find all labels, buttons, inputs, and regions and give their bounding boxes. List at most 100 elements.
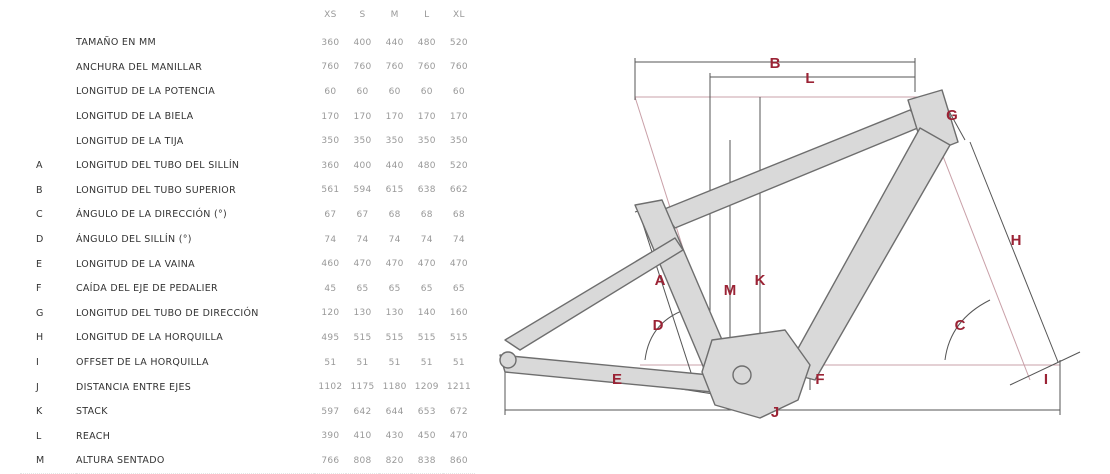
- row-value: 662: [449, 185, 468, 196]
- row-value: 480: [417, 160, 436, 171]
- row-value: 67: [324, 209, 337, 220]
- row-value: 470: [417, 259, 436, 270]
- row-letter: [20, 31, 76, 56]
- row-value: 460: [321, 259, 340, 270]
- header-letter: [20, 0, 76, 31]
- row-value: 1102: [318, 382, 343, 393]
- row-value: 130: [353, 308, 372, 319]
- row-value: 672: [449, 406, 468, 417]
- row-letter: A: [36, 160, 43, 172]
- row-letter: M: [20, 448, 76, 474]
- row-value: 515: [385, 332, 404, 343]
- row-value: 760: [385, 62, 404, 73]
- row-letter: J: [36, 381, 40, 393]
- row-value: 51: [356, 357, 369, 368]
- row-value: 760: [353, 62, 372, 73]
- row-value: 838: [410, 448, 443, 474]
- row-name: TAMAÑO EN MM: [75, 37, 156, 49]
- row-letter: C: [36, 209, 43, 221]
- row-value: 67: [356, 209, 369, 220]
- row-name: LONGITUD DE LA HORQUILLA: [75, 332, 224, 344]
- row-value: 74: [356, 234, 369, 245]
- dim-i-line: [1009, 351, 1081, 386]
- label-g: G: [946, 107, 958, 124]
- label-b: B: [770, 55, 781, 72]
- row-value: 495: [321, 332, 340, 343]
- row-value: 350: [385, 136, 404, 147]
- row-value: 642: [353, 406, 372, 417]
- row-value: 360: [321, 160, 340, 171]
- row-value: 350: [353, 136, 372, 147]
- row-value: 390: [321, 431, 340, 442]
- row-value: 170: [353, 111, 372, 122]
- row-value: 450: [417, 431, 436, 442]
- label-e: E: [612, 371, 622, 388]
- row-value: 1175: [350, 382, 375, 393]
- chain-stay: [499, 354, 713, 393]
- row-value: 400: [353, 37, 372, 48]
- row-value: 350: [449, 136, 468, 147]
- down-tube: [784, 127, 951, 381]
- row-value: 561: [321, 185, 340, 196]
- row-value: 51: [452, 357, 465, 368]
- dimension-labels: B L G H A M K D C E F J I: [612, 55, 1048, 421]
- dim-h-line: [969, 141, 1059, 363]
- label-j: J: [771, 404, 779, 421]
- label-i: I: [1044, 371, 1048, 388]
- row-name: LONGITUD DE LA VAINA: [75, 258, 195, 270]
- row-value: 74: [452, 234, 465, 245]
- row-letter: K: [36, 406, 43, 418]
- row-value: 170: [449, 111, 468, 122]
- row-letter: F: [36, 283, 42, 295]
- row-letter: E: [36, 258, 43, 270]
- label-f: F: [815, 371, 824, 388]
- label-a: A: [655, 272, 666, 289]
- label-d: D: [653, 317, 664, 334]
- row-value: 350: [417, 136, 436, 147]
- row-value: 74: [388, 234, 401, 245]
- row-letter: B: [36, 184, 43, 196]
- row-value: 60: [356, 86, 369, 97]
- row-value: 120: [321, 308, 340, 319]
- row-value: 766: [314, 448, 347, 474]
- row-value: 597: [321, 406, 340, 417]
- rear-dropout: [499, 351, 517, 369]
- label-m: M: [724, 282, 737, 299]
- label-l: L: [805, 70, 814, 87]
- row-value: 65: [356, 283, 369, 294]
- row-value: 74: [324, 234, 337, 245]
- row-value: 170: [385, 111, 404, 122]
- row-name: LONGITUD DEL TUBO SUPERIOR: [75, 184, 236, 196]
- motor-housing: [701, 329, 811, 419]
- row-value: 470: [385, 259, 404, 270]
- angle-c-arc: [944, 299, 991, 361]
- row-letter: [20, 129, 76, 154]
- row-value: 760: [417, 62, 436, 73]
- row-value: 51: [388, 357, 401, 368]
- row-value: 470: [449, 259, 468, 270]
- row-value: 594: [353, 185, 372, 196]
- row-value: 60: [452, 86, 465, 97]
- row-letter: [20, 55, 76, 80]
- row-letter: I: [36, 357, 40, 369]
- row-value: 60: [388, 86, 401, 97]
- row-value: 1209: [414, 382, 439, 393]
- row-value: 515: [449, 332, 468, 343]
- bike-geometry-diagram: B L G H A M K D C E F J I: [499, 55, 1081, 421]
- label-c: C: [955, 317, 966, 334]
- table-header-row: XS S M L XL: [20, 0, 475, 31]
